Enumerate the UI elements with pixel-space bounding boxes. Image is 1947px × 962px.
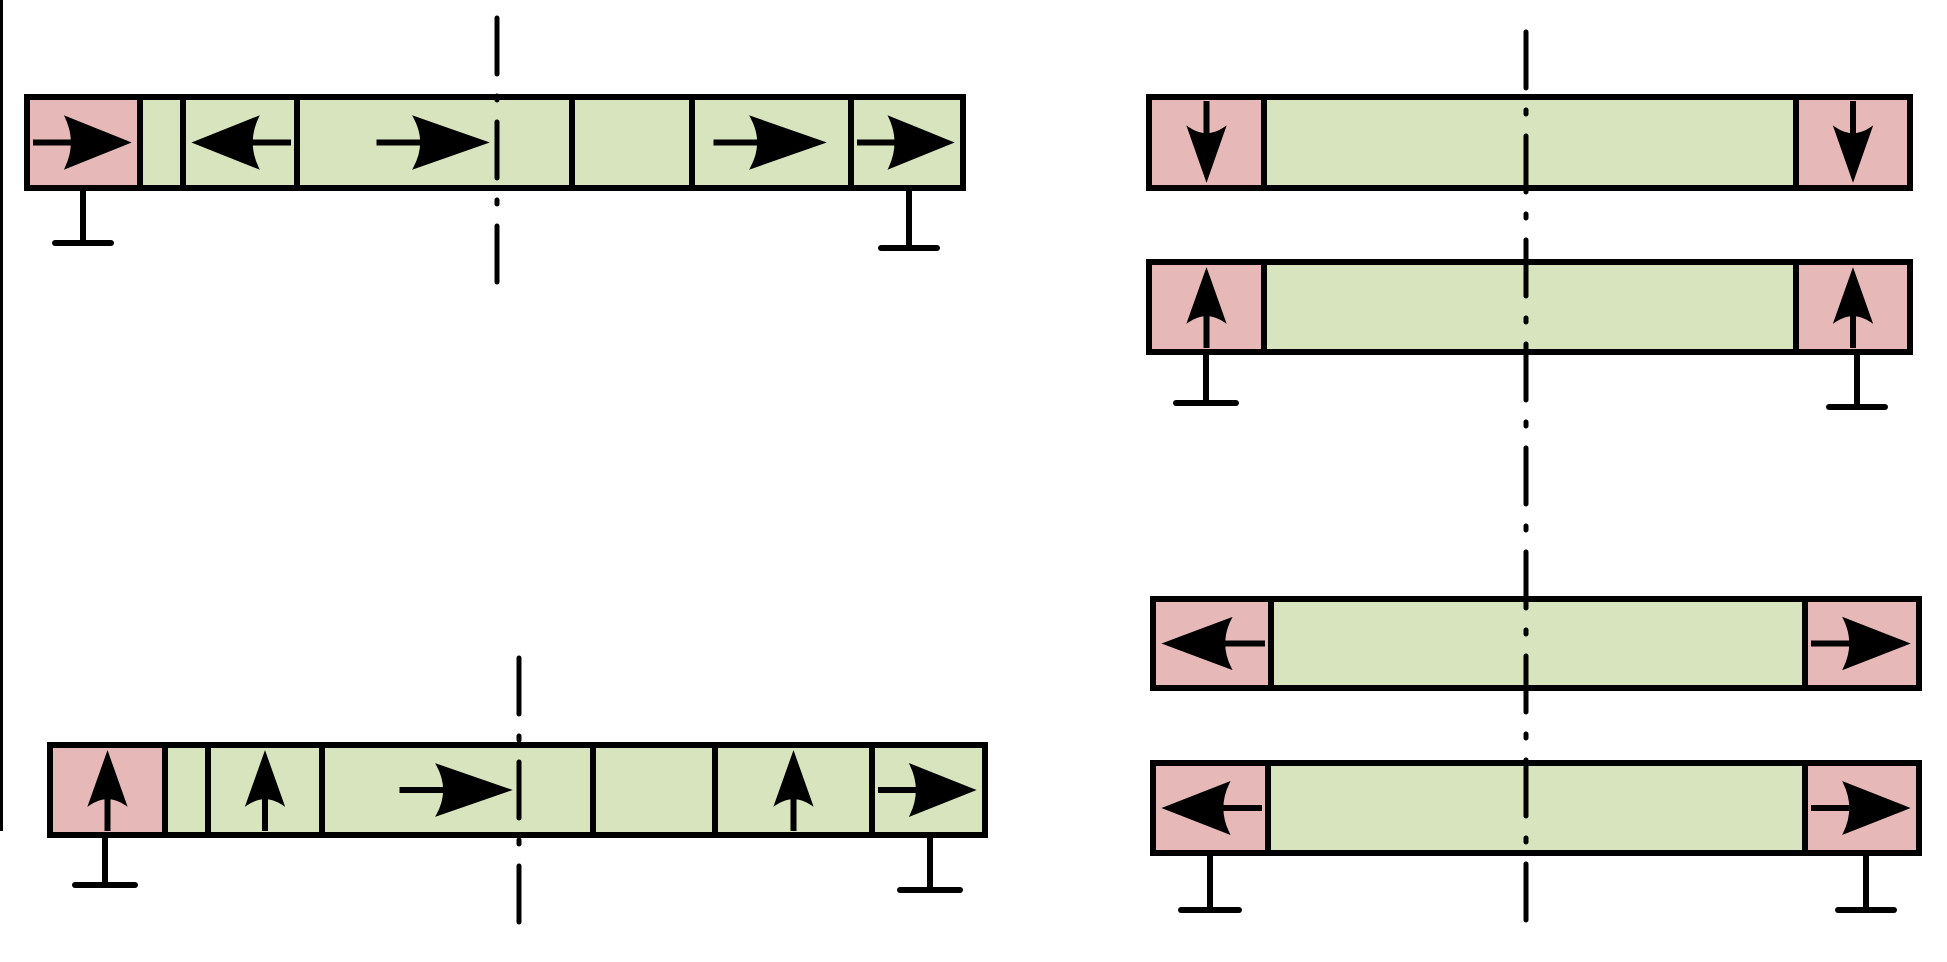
- arrow-down-icon: [1832, 101, 1874, 183]
- support-left-icon: [1178, 853, 1242, 913]
- arrow-head: [1161, 616, 1233, 671]
- support-right-icon: [897, 835, 963, 893]
- interior-cell: [140, 97, 183, 188]
- arrow-head: [887, 115, 955, 170]
- beam-right-2: [1146, 259, 1913, 410]
- interior-cell: [1264, 97, 1796, 188]
- beam-outline: [1146, 94, 1913, 191]
- beam-right-3: [1150, 596, 1922, 691]
- arrow-down-icon: [1186, 101, 1227, 183]
- arrow-right-icon: [878, 763, 977, 817]
- beam-outline: [47, 742, 988, 838]
- arrow-head: [1832, 267, 1874, 324]
- arrow-right-icon: [1811, 781, 1911, 835]
- arrow-head: [191, 115, 260, 170]
- arrow-head: [87, 750, 128, 807]
- support-left-icon: [52, 188, 114, 246]
- support-left-icon: [1173, 352, 1239, 406]
- beams-layer: [0, 0, 1922, 913]
- axes-layer: [494, 15, 1529, 943]
- interior-cell: [1271, 599, 1805, 688]
- arrow-up-icon: [1832, 267, 1874, 348]
- arrow-left-icon: [1161, 616, 1265, 671]
- arrow-head: [1186, 267, 1227, 324]
- arrow-head: [1842, 616, 1911, 671]
- arrow-head: [1161, 781, 1231, 835]
- arrow-head: [1186, 125, 1227, 183]
- arrow-head: [63, 115, 132, 170]
- interior-cell: [593, 745, 715, 835]
- arrow-head: [435, 763, 513, 817]
- support-right-icon: [1835, 853, 1897, 913]
- interior-cell: [165, 745, 208, 835]
- arrow-head: [749, 115, 827, 170]
- beam-bottom-left: [0, 0, 988, 893]
- support-left-icon: [72, 835, 138, 888]
- arrow-up-icon: [87, 750, 128, 831]
- beam-outline: [1150, 760, 1922, 856]
- beam-outline: [1146, 259, 1913, 355]
- arrow-right-icon: [713, 115, 827, 170]
- arrow-left-icon: [1161, 781, 1262, 835]
- beam-outline: [1150, 596, 1922, 691]
- arrow-up-icon: [773, 750, 814, 831]
- arrow-right-icon: [376, 115, 490, 170]
- interior-cell: [1264, 262, 1796, 352]
- arrow-right-icon: [1811, 616, 1911, 671]
- beam-right-4: [1150, 760, 1922, 913]
- arrow-head: [412, 115, 490, 170]
- arrow-head: [1842, 781, 1911, 835]
- support-right-icon: [1826, 352, 1888, 410]
- arrow-head: [908, 763, 977, 817]
- beam-right-1: [1146, 94, 1913, 191]
- arrow-up-icon: [1186, 267, 1227, 348]
- arrow-head: [244, 750, 286, 807]
- interior-cell: [572, 97, 692, 188]
- arrow-right-icon: [33, 115, 132, 170]
- arrow-head: [773, 750, 814, 807]
- arrow-left-icon: [191, 115, 291, 170]
- arrow-right-icon: [399, 763, 513, 817]
- interior-cell: [1268, 763, 1805, 853]
- arrow-head: [1832, 125, 1874, 183]
- arrow-right-icon: [857, 115, 955, 170]
- support-right-icon: [878, 188, 940, 251]
- arrow-up-icon: [244, 750, 286, 831]
